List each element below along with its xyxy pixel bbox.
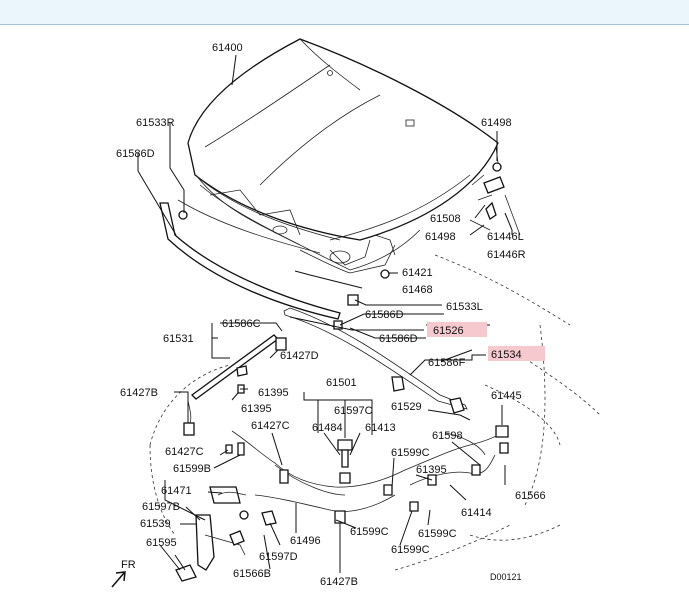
label-61427c-left: 61427C — [165, 446, 204, 458]
label-61586c: 61586C — [222, 318, 261, 330]
label-61427d: 61427D — [280, 350, 319, 362]
label-61445: 61445 — [491, 390, 522, 402]
leader-lines — [137, 123, 513, 573]
label-61446l: 61446L — [487, 231, 524, 243]
label-61427b: 61427B — [120, 387, 158, 399]
label-61531: 61531 — [163, 333, 194, 345]
label-61586d: 61586D — [116, 148, 155, 160]
label-61586f: 61586F — [428, 357, 466, 369]
label-61586d-lower: 61586D — [379, 333, 418, 345]
label-61529: 61529 — [391, 401, 422, 413]
front-arrowhead-icon — [115, 571, 126, 582]
front-direction-label: FR — [121, 559, 136, 571]
label-61533r: 61533R — [136, 117, 175, 129]
label-61508: 61508 — [430, 213, 461, 225]
label-61471: 61471 — [161, 485, 192, 497]
label-61598: 61598 — [432, 430, 463, 442]
label-61597b: 61597B — [142, 501, 180, 513]
hood-hinge-right — [469, 146, 521, 236]
label-61533l: 61533L — [446, 301, 483, 313]
label-61468: 61468 — [402, 284, 433, 296]
hood-inner-frame — [195, 174, 421, 274]
label-61395-b: 61395 — [241, 403, 272, 415]
weatherstrip-61533r — [159, 199, 341, 320]
label-61395-c: 61395 — [416, 464, 447, 476]
label-61395: 61395 — [258, 387, 289, 399]
label-61413: 61413 — [365, 422, 396, 434]
label-61414: 61414 — [461, 507, 492, 519]
cable-routing — [231, 429, 506, 512]
label-61496: 61496 — [290, 535, 321, 547]
label-61597c: 61597C — [334, 405, 373, 417]
highlight-61534 — [488, 346, 545, 361]
label-61498: 61498 — [481, 117, 512, 129]
label-61484: 61484 — [312, 422, 343, 434]
label-61599c-d: 61599C — [391, 544, 430, 556]
label-61599b: 61599B — [173, 463, 211, 475]
label-61566b: 61566B — [233, 568, 271, 580]
label-61446r: 61446R — [487, 249, 526, 261]
front-arrow-icon — [111, 572, 125, 588]
label-61498-lower: 61498 — [425, 231, 456, 243]
front-direction-indicator: FR — [111, 559, 136, 588]
label-61599c: 61599C — [391, 447, 430, 459]
hood-latch-assembly — [175, 486, 277, 582]
diagram-canvas: 61400 61498 61533R 61586D 61508 61498 61… — [111, 38, 601, 588]
label-61534: 61534 — [491, 349, 522, 361]
label-61597d: 61597D — [259, 551, 298, 563]
diagram-code: D00121 — [490, 572, 522, 582]
parts-diagram: 61400 61498 61533R 61586D 61508 61498 61… — [0, 25, 689, 589]
label-61599c-b: 61599C — [350, 526, 389, 538]
label-61599c-c: 61599C — [418, 528, 457, 540]
label-61400: 61400 — [212, 42, 243, 54]
label-61539: 61539 — [140, 518, 171, 530]
label-61586d-mid: 61586D — [365, 309, 404, 321]
window-title-bar — [0, 0, 689, 25]
vehicle-body-outline — [149, 254, 601, 571]
label-61427b-bottom: 61427B — [320, 576, 358, 588]
label-61595: 61595 — [146, 537, 177, 549]
label-61501: 61501 — [326, 377, 357, 389]
label-61566: 61566 — [515, 490, 546, 502]
label-61427c: 61427C — [251, 420, 290, 432]
small-parts — [178, 210, 509, 524]
label-61526: 61526 — [433, 325, 464, 337]
highlight-61526 — [427, 322, 487, 337]
label-61421: 61421 — [402, 267, 433, 279]
